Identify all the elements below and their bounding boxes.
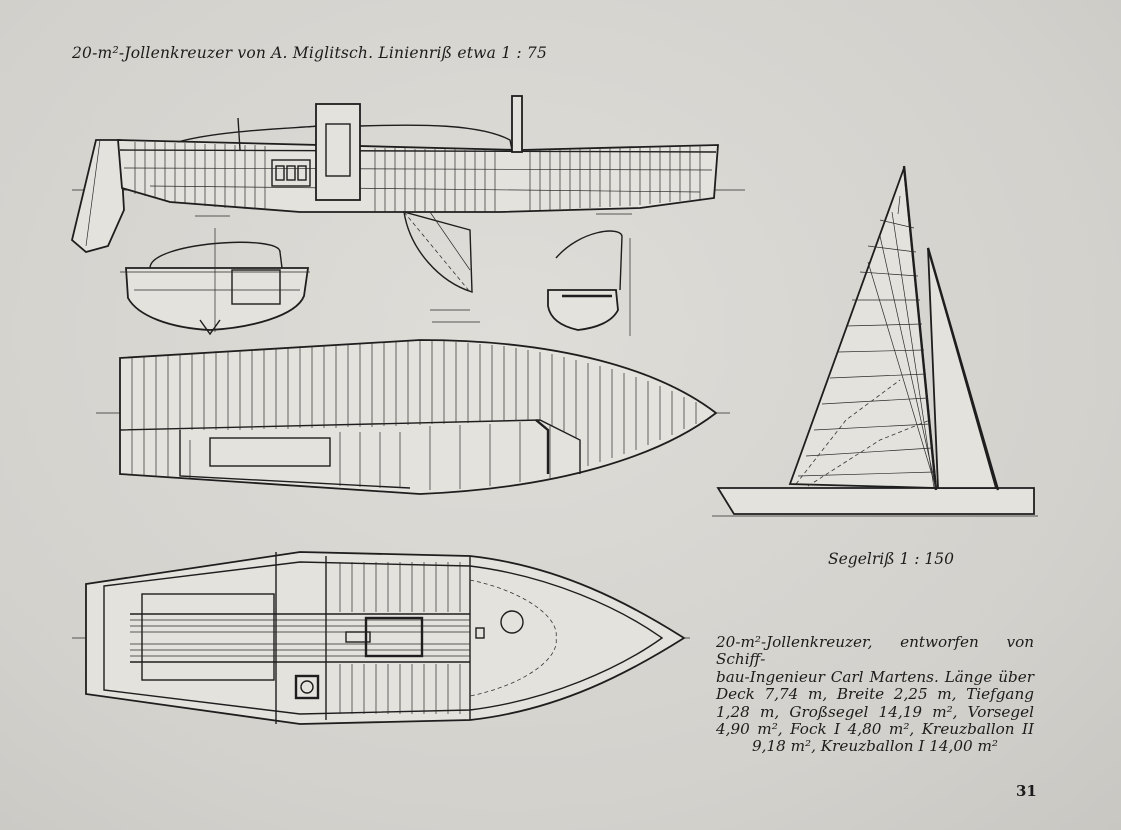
boat-description: 20-m²-Jollenkreuzer, entworfen von Schif…: [716, 633, 1034, 756]
side-profile-drawing: [70, 95, 745, 293]
deck-plan-drawing: [72, 551, 690, 725]
page-number: 31: [1016, 782, 1037, 800]
description-line: Deck 7,74 m, Breite 2,25 m, Tiefgang: [716, 685, 1034, 704]
sail-plan-drawing: [712, 165, 1038, 517]
description-line: 9,18 m², Kreuzballon I 14,00 m²: [751, 737, 999, 756]
description-line: 20-m²-Jollenkreuzer, entworfen von Schif…: [716, 633, 1034, 669]
cross-section-right: [547, 230, 631, 336]
description-line: 4,90 m², Fock I 4,80 m², Kreuzballon II: [716, 720, 1034, 739]
cross-section-left: [120, 228, 310, 336]
plan-view-framing: [96, 339, 730, 495]
description-line: bau-Ingenieur Carl Martens. Länge über: [716, 667, 1034, 686]
lines-plan-caption: 20-m²-Jollenkreuzer von A. Miglitsch. Li…: [72, 44, 548, 62]
description-line: 1,28 m, Großsegel 14,19 m², Vorsegel: [716, 702, 1034, 721]
sail-plan-caption: Segelriß 1 : 150: [828, 550, 955, 568]
